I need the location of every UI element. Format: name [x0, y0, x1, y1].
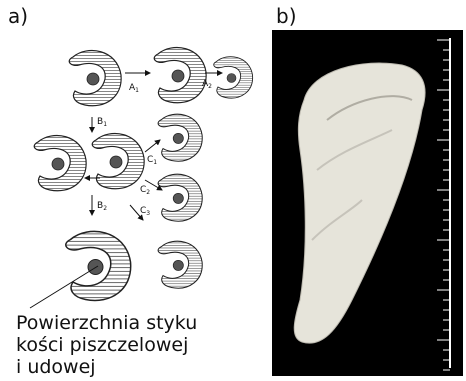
meniscus-shape-3 — [214, 57, 253, 98]
arrow-c1 — [145, 140, 160, 152]
arrow-c2-label: C2 — [140, 185, 150, 196]
arrow-b1-label: B1 — [97, 117, 107, 128]
caption-line-2: kości piszczelowej — [16, 334, 197, 356]
caption-text: Powierzchnia styku kości piszczelowej i … — [16, 312, 197, 378]
meniscus-shape-1 — [69, 51, 121, 106]
arrow-a1-label: A1 — [129, 83, 139, 94]
meniscus-photo — [272, 30, 463, 376]
arrow-c3-label: C3 — [140, 206, 150, 217]
meniscus-shape-2 — [154, 48, 206, 103]
meniscus-shape-8 — [66, 231, 131, 300]
arrow-b2-label: B2 — [97, 201, 107, 212]
arrow-c1-label: C1 — [147, 155, 157, 166]
arrow-a2-label: A2 — [202, 79, 212, 90]
meniscus-shape-5 — [92, 134, 144, 189]
meniscus-shape-9 — [158, 241, 202, 288]
meniscus-shape-4 — [34, 136, 86, 191]
meniscus-shape-6 — [158, 114, 202, 161]
caption-line-1: Powierzchnia styku — [16, 312, 197, 334]
meniscus-shape-7 — [158, 174, 202, 221]
meniscus-photo-art — [272, 30, 463, 376]
caption-line-3: i udowej — [16, 356, 197, 378]
